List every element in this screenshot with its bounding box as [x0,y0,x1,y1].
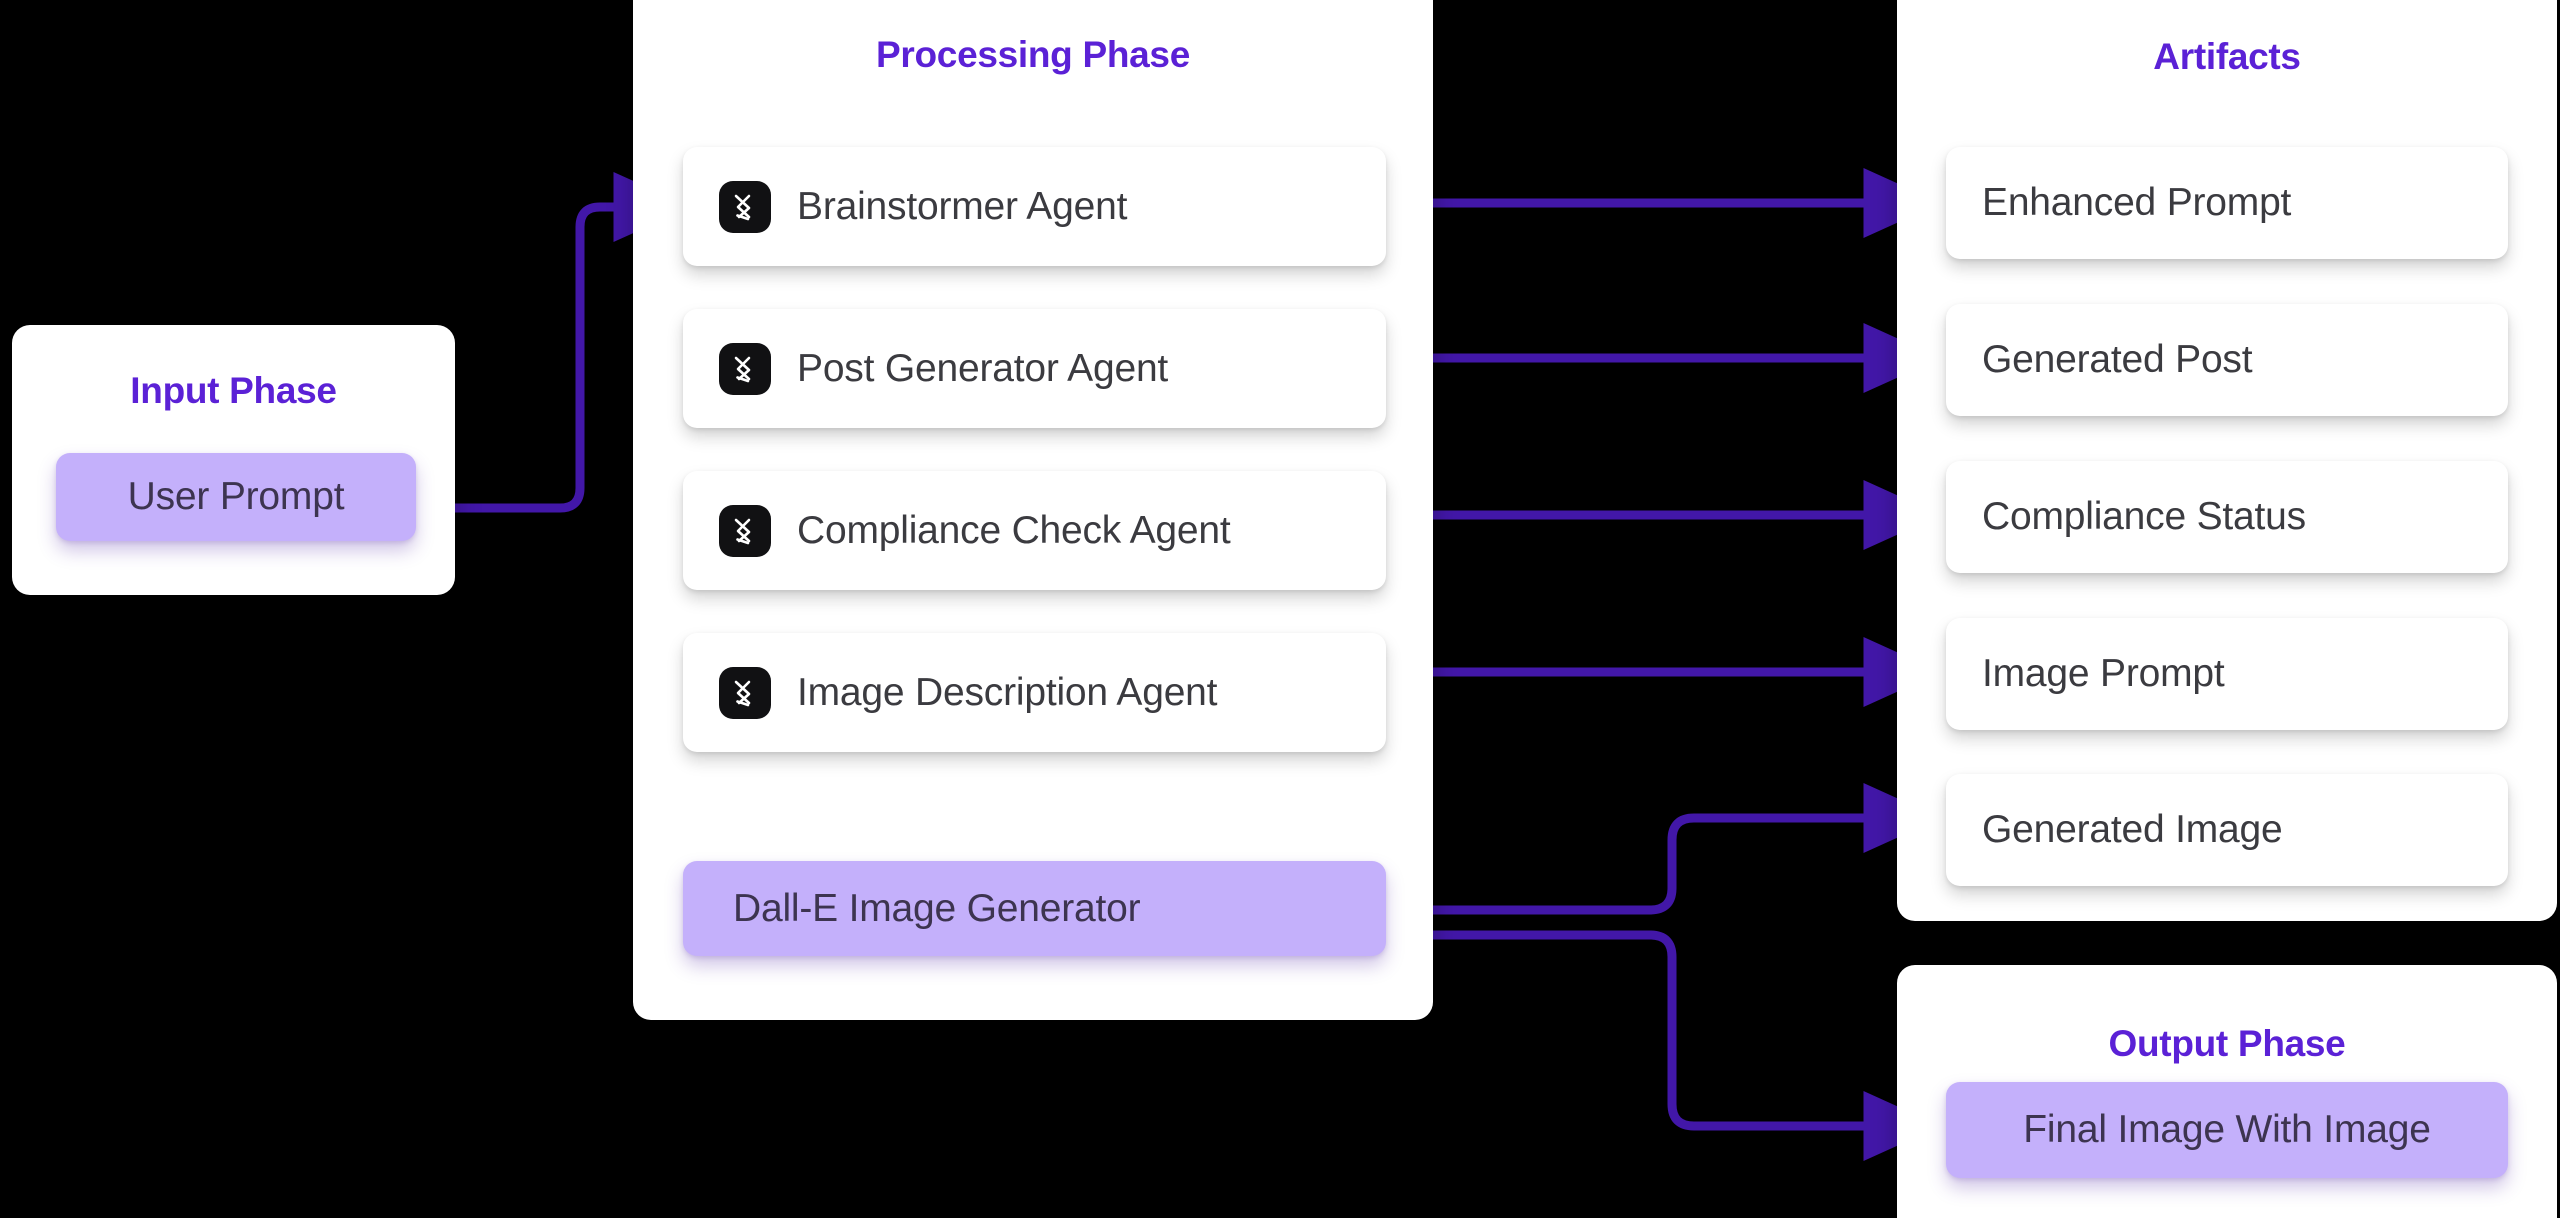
artifact-card-generated-post[interactable]: Generated Post [1946,304,2508,416]
artifact-card-enhanced-prompt[interactable]: Enhanced Prompt [1946,147,2508,259]
artifacts-panel-title: Artifacts [2153,36,2301,77]
processing-phase-title: Processing Phase [876,34,1190,75]
input-phase-panel: Input Phase User Prompt [12,325,455,595]
agent-card-image-description-label: Image Description Agent [797,670,1218,714]
artifact-card-generated-image[interactable]: Generated Image [1946,774,2508,886]
agent-card-compliance-check-label: Compliance Check Agent [797,508,1231,552]
edge-dalle-to-final-image [1381,930,1941,1162]
artifact-card-image-prompt-label: Image Prompt [1982,652,2225,695]
artifact-card-enhanced-prompt-label: Enhanced Prompt [1982,181,2292,224]
agent-card-brainstormer[interactable]: Brainstormer Agent [683,147,1386,266]
agent-icon [719,504,771,557]
agent-icon [719,666,771,719]
artifact-card-generated-image-label: Generated Image [1982,808,2283,851]
node-user-prompt-label: User Prompt [127,475,345,518]
output-phase-panel: Output Phase Final Image With Image [1897,965,2557,1218]
edge-dalle-to-generated-image [1381,782,1941,915]
input-phase-title: Input Phase [130,370,337,411]
node-dalle-image-generator[interactable]: Dall-E Image Generator [683,861,1386,956]
agent-card-post-generator[interactable]: Post Generator Agent [683,309,1386,428]
artifact-card-image-prompt[interactable]: Image Prompt [1946,618,2508,730]
agent-card-post-generator-label: Post Generator Agent [797,346,1169,390]
output-phase-title: Output Phase [2108,1023,2346,1064]
agent-icon [719,342,771,395]
agent-icon [719,180,771,233]
node-final-image-with-image-label: Final Image With Image [2023,1108,2431,1151]
agent-card-compliance-check[interactable]: Compliance Check Agent [683,471,1386,590]
node-final-image-with-image[interactable]: Final Image With Image [1946,1082,2508,1178]
artifact-card-generated-post-label: Generated Post [1982,338,2253,381]
artifact-card-compliance-status-label: Compliance Status [1982,495,2306,538]
agent-card-brainstormer-label: Brainstormer Agent [797,184,1128,228]
node-dalle-image-generator-label: Dall-E Image Generator [733,886,1141,930]
agent-card-image-description[interactable]: Image Description Agent [683,633,1386,752]
node-user-prompt[interactable]: User Prompt [56,453,416,541]
artifact-card-compliance-status[interactable]: Compliance Status [1946,461,2508,573]
